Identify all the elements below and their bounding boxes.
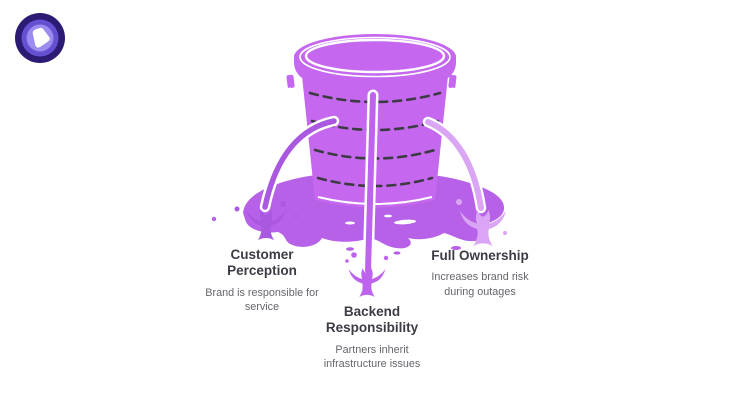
brand-logo-icon bbox=[15, 13, 65, 63]
label-title: Customer Perception bbox=[227, 247, 297, 279]
leak-streams bbox=[259, 89, 487, 277]
label-description: Increases brand risk during outages bbox=[431, 271, 529, 298]
label-backend-responsibility: Backend Responsibility Partners inherit … bbox=[292, 304, 452, 371]
label-title: Backend Responsibility bbox=[325, 304, 419, 336]
label-title: Full Ownership bbox=[431, 248, 529, 263]
splash-middle bbox=[345, 252, 389, 297]
label-full-ownership: Full Ownership Increases brand risk duri… bbox=[400, 248, 560, 299]
splash-left bbox=[234, 201, 298, 241]
label-description: Partners inherit infrastructure issues bbox=[323, 343, 421, 370]
label-description: Brand is responsible for service bbox=[205, 286, 319, 313]
label-customer-perception: Customer Perception Brand is responsible… bbox=[182, 247, 342, 314]
splash-right bbox=[456, 199, 507, 246]
